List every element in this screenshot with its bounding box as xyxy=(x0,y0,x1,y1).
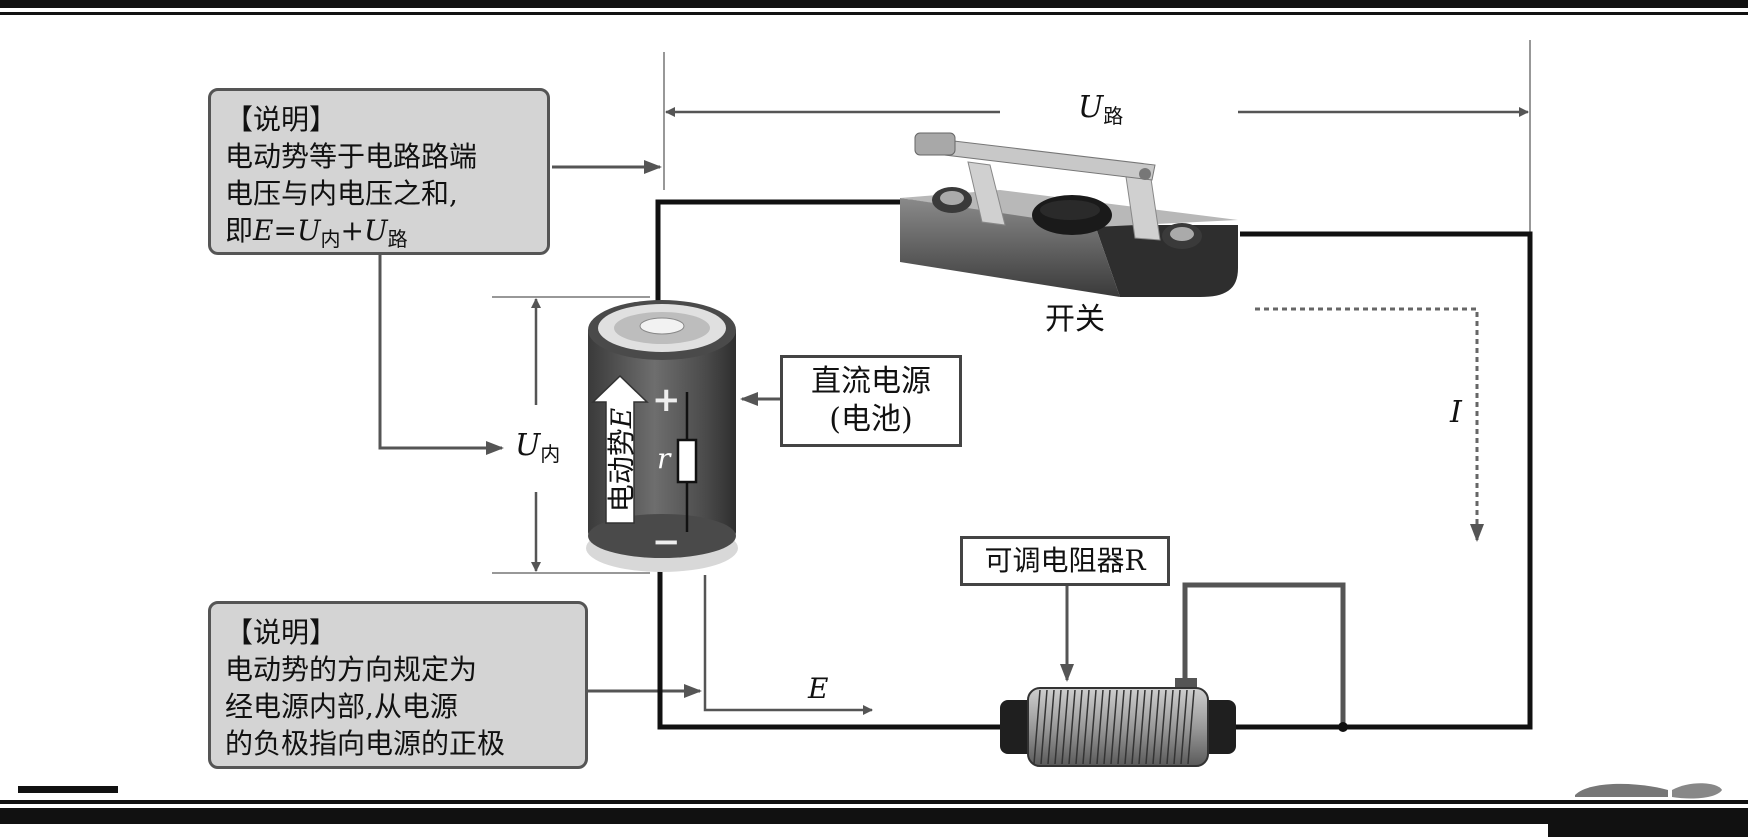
u-inner-label: U内 xyxy=(515,428,561,466)
current-arrow xyxy=(1255,307,1484,542)
note-top-line1: 电动势等于电路路端 xyxy=(225,140,478,173)
internal-resistor xyxy=(676,438,698,484)
note-bottom-line3: 的负极指向电源的正极 xyxy=(225,727,506,760)
wire-battery-bottom xyxy=(657,570,1000,730)
note-top-line2: 电压与内电压之和, xyxy=(225,177,458,210)
resistor-coil-windings xyxy=(1033,689,1195,765)
wire-switch-to-right xyxy=(1236,231,1533,730)
bottom-right-block xyxy=(1548,822,1748,837)
note-top-title: 【说明】 xyxy=(225,103,338,136)
note-top: 【说明】 电动势等于电路路端 电压与内电压之和, 即E=U内+U路 xyxy=(208,88,550,255)
emf-label: E xyxy=(808,672,829,705)
bottom-border-bar xyxy=(0,808,1748,824)
adjustable-resistor xyxy=(1000,582,1348,767)
knife-switch xyxy=(900,132,1238,297)
top-border-line xyxy=(0,12,1748,15)
bottom-right-ornament xyxy=(1575,783,1668,797)
battery-emf-text: 电动势E xyxy=(605,407,639,513)
note-bottom-line1: 电动势的方向规定为 xyxy=(225,653,478,686)
note-top-to-u-inner xyxy=(378,255,504,455)
note-top-formula: 即E=U内+U路 xyxy=(225,214,408,251)
note-bottom-title: 【说明】 xyxy=(225,616,338,649)
bottom-border-short xyxy=(18,786,118,793)
battery-plus: + xyxy=(652,380,681,420)
note-bottom: 【说明】 电动势的方向规定为 经电源内部,从电源 的负极指向电源的正极 xyxy=(208,601,588,769)
power-source-label: 直流电源 (电池) xyxy=(780,355,962,447)
battery-r-label: r xyxy=(657,442,671,475)
resistor-label: 可调电阻器R xyxy=(960,536,1170,586)
switch-label: 开关 xyxy=(1045,302,1105,337)
battery-minus: − xyxy=(652,522,681,562)
top-border-bar xyxy=(0,0,1748,8)
bottom-border-line xyxy=(0,800,1748,804)
slider-wire xyxy=(1182,582,1346,727)
emf-direction-arrow xyxy=(703,575,873,715)
current-label: I xyxy=(1450,395,1462,430)
u-road-label: U路 xyxy=(1078,90,1124,128)
battery xyxy=(586,300,738,572)
wire-battery-top-to-switch xyxy=(655,199,955,320)
note-bottom-line2: 经电源内部,从电源 xyxy=(225,690,458,723)
